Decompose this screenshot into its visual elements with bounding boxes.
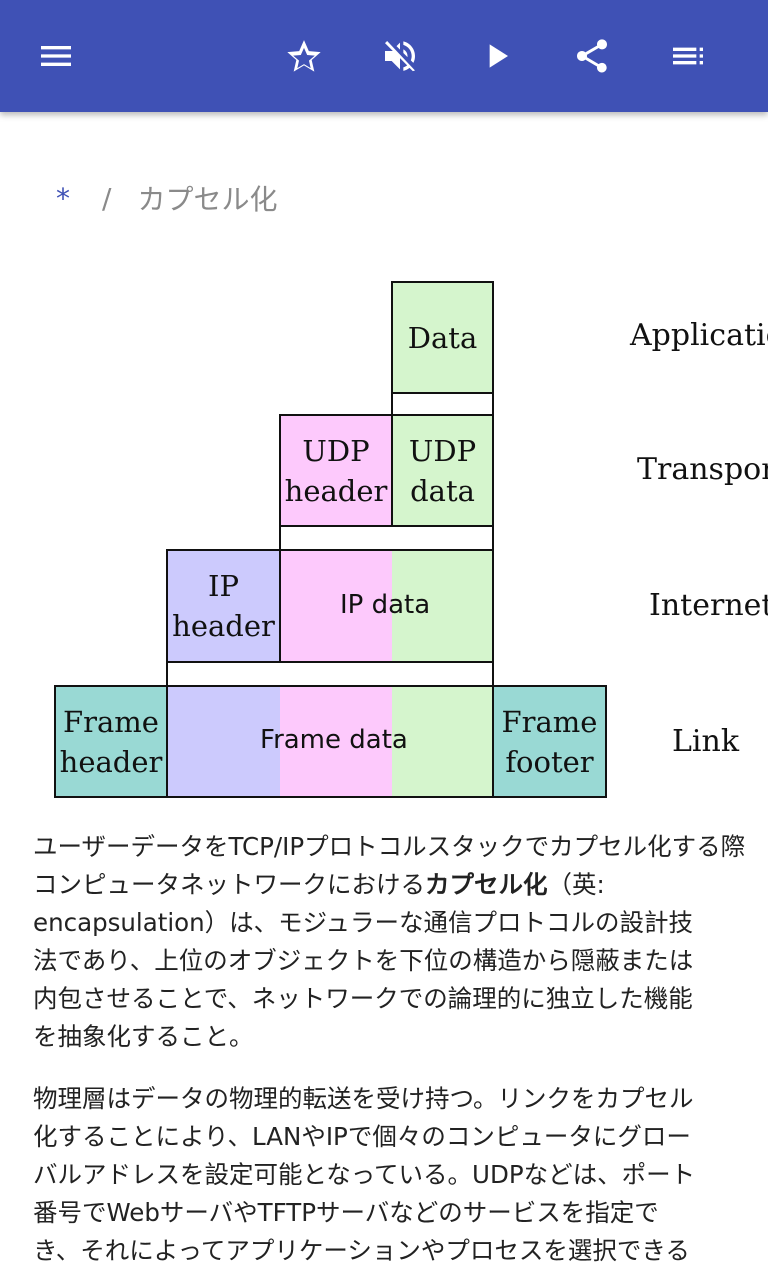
layer-internet: Internet: [649, 588, 768, 623]
breadcrumb-separator: /: [102, 181, 112, 215]
ip-data-data-part: [392, 551, 492, 661]
layer-transport: Transport: [637, 452, 768, 487]
mute-button[interactable]: [372, 28, 428, 84]
paragraph-line: コンピュータネットワークにおけるカプセル化（英:: [33, 866, 768, 904]
data-box: Data: [391, 281, 494, 394]
encapsulation-diagram: Data Application UDP header UDP data Tra…: [0, 270, 768, 810]
frame-data-udp-part: [280, 687, 392, 796]
paragraph-line-part: （英:: [547, 870, 605, 899]
udp-header-box: UDP header: [279, 414, 393, 527]
frame-data-data-part: [392, 687, 492, 796]
paragraph-line-part: コンピュータネットワークにおける: [33, 870, 425, 899]
layer-link: Link: [672, 724, 740, 759]
frame-header-label-2: header: [59, 744, 163, 779]
paragraph-line: バルアドレスを設定可能となっている。UDPなどは、ポート: [33, 1160, 696, 1189]
layer-application: Application: [630, 318, 768, 353]
toc-button[interactable]: [660, 28, 716, 84]
toc-icon: [673, 47, 703, 65]
ip-header-label-1: IP: [208, 569, 239, 603]
ip-data-label: IP data: [340, 590, 431, 620]
frame-footer-label-1: Frame: [501, 704, 598, 739]
paragraph-line: encapsulation）は、モジュラーな通信プロトコルの設計技: [33, 908, 693, 937]
ip-header-label-2: header: [172, 609, 275, 643]
paragraph-line: 番号でWebサーバやTFTPサーバなどのサービスを指定で: [33, 1198, 659, 1227]
app-toolbar: [0, 0, 768, 112]
bookmark-button[interactable]: [276, 28, 332, 84]
data-box-label: Data: [407, 320, 478, 355]
menu-button[interactable]: [28, 28, 84, 84]
volume-off-icon: [385, 41, 415, 72]
paragraph-line: き、それによってアプリケーションやプロセスを選択できる: [33, 1236, 690, 1265]
frame-header-box: Frame header: [54, 685, 168, 798]
paragraph-line: 物理層はデータの物理的転送を受け持つ。リンクをカプセル: [33, 1084, 694, 1113]
application-connector: [391, 392, 494, 416]
ip-header-box: IP header: [166, 549, 281, 663]
article-paragraph: 物理層はデータの物理的転送を受け持つ。リンクをカプセル 化することにより、LAN…: [33, 1080, 768, 1270]
udp-header-label-1: UDP: [302, 433, 370, 468]
paragraph-line: ユーザーデータをTCP/IPプロトコルスタックでカプセル化する際: [33, 832, 746, 861]
breadcrumb: * / カプセル化: [56, 176, 277, 220]
breadcrumb-home-link[interactable]: *: [56, 181, 70, 215]
play-icon: [489, 44, 508, 68]
udp-header-label-2: header: [284, 473, 388, 508]
udp-data-label-2: data: [410, 473, 475, 508]
udp-data-box: UDP data: [391, 414, 494, 527]
internet-connector: [166, 661, 494, 687]
frame-data-label: Frame data: [260, 725, 408, 755]
article-paragraph: ユーザーデータをTCP/IPプロトコルスタックでカプセル化する際 コンピュータネ…: [33, 828, 768, 1056]
frame-footer-box: Frame footer: [492, 685, 607, 798]
frame-footer-label-2: footer: [505, 744, 594, 779]
paragraph-line: 内包させることで、ネットワークでの論理的に独立した機能: [33, 984, 693, 1013]
paragraph-line: 法であり、上位のオブジェクトを下位の構造から隠蔽または: [33, 946, 694, 975]
frame-header-label-1: Frame: [63, 704, 159, 739]
share-icon: [577, 39, 607, 73]
paragraph-line: 化することにより、LANやIPで個々のコンピュータにグロー: [33, 1122, 691, 1151]
udp-data-label-1: UDP: [408, 433, 477, 468]
frame-data-ip-part: [168, 687, 280, 796]
menu-icon: [41, 46, 71, 66]
paragraph-line: を抽象化すること。: [33, 1022, 254, 1051]
breadcrumb-current: カプセル化: [137, 183, 278, 216]
star-icon: [287, 40, 321, 72]
bold-term: カプセル化: [425, 870, 548, 899]
transport-connector: [279, 525, 494, 551]
play-button[interactable]: [470, 28, 526, 84]
share-button[interactable]: [564, 28, 620, 84]
ip-data-udp-part: [281, 551, 392, 661]
article-body: ユーザーデータをTCP/IPプロトコルスタックでカプセル化する際 コンピュータネ…: [33, 828, 768, 1270]
